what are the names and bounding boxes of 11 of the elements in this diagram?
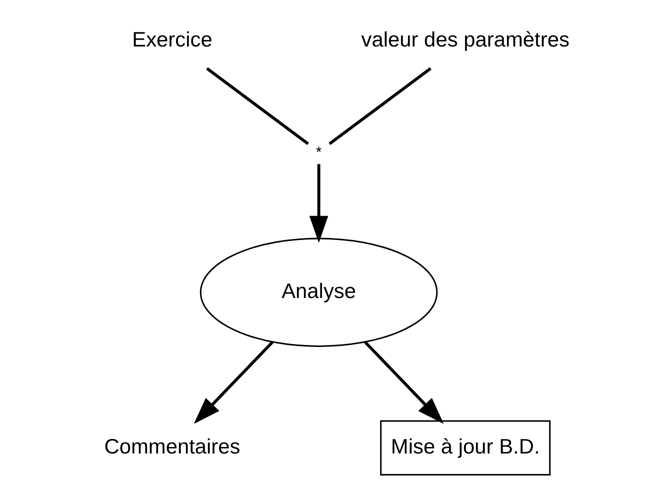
node-text: Exercice — [132, 28, 212, 52]
connector — [328, 67, 432, 145]
arrow — [364, 341, 444, 424]
node-ellipse: Analyse — [200, 238, 438, 347]
arrow — [194, 341, 274, 424]
node-text: * — [316, 144, 322, 162]
connector — [206, 67, 309, 145]
node-text: Commentaires — [104, 435, 240, 458]
node-text: valeur des paramètres — [361, 28, 570, 52]
node-box: Mise à jour B.D. — [380, 420, 551, 476]
arrow — [309, 164, 328, 243]
